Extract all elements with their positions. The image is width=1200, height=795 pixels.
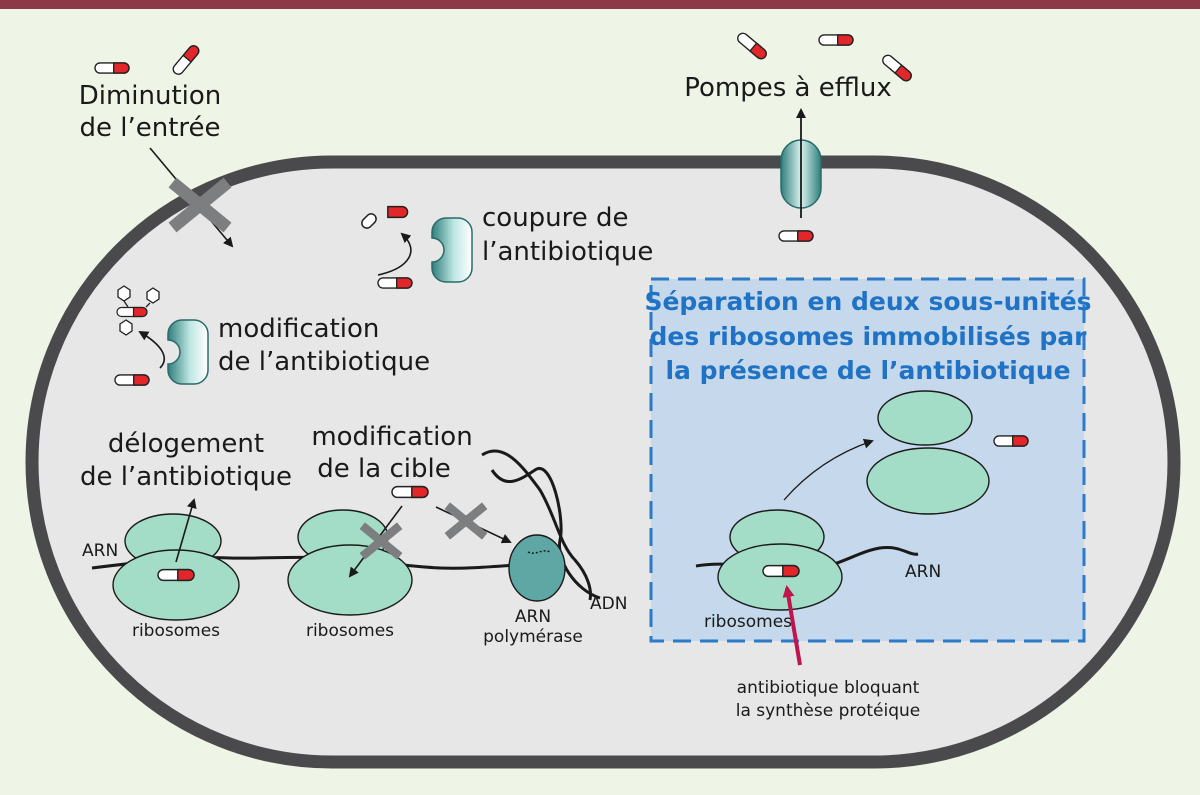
top-border [0, 0, 1200, 9]
pompes-label: Pompes à efflux [684, 73, 892, 103]
diminution-label-2: de l’entrée [79, 113, 220, 143]
modif-cible-label-1: modification [311, 422, 472, 452]
modified-antibiotic-icon [116, 285, 160, 336]
antibiotic-pill-icon [114, 374, 150, 386]
ribosome-icon [287, 544, 413, 616]
antibiotic-pill-icon [993, 435, 1029, 447]
coupure-label-2: l’antibiotique [482, 237, 653, 267]
adn-label: ADN [590, 594, 627, 614]
bloquant-label-1: antibiotique bloquant [737, 678, 920, 698]
antibiotic-pill-icon [818, 34, 854, 46]
ribosomes-label-2: ribosomes [306, 621, 394, 641]
antibiotic-pill-icon [778, 230, 814, 242]
delog-label-2: de l’antibiotique [80, 462, 292, 492]
antibiotic-pill-icon [94, 62, 130, 74]
blocking-arrow [782, 585, 802, 666]
arn-pol-label-1: ARN [515, 607, 551, 627]
ribosome-icon [866, 447, 990, 515]
antibiotic-pill-icon [762, 564, 800, 578]
bloquant-label-2: la synthèse protéique [736, 701, 921, 721]
delog-label-1: délogement [108, 429, 264, 459]
box-title-2: des ribosomes immobilisés par [649, 322, 1087, 351]
coupure-label-1: coupure de [482, 203, 629, 233]
ribosomes-label-3: ribosomes [704, 612, 792, 632]
modif-cible-label-2: de la cible [317, 454, 450, 484]
ribosome-icon [877, 390, 973, 446]
arn-left-label: ARN [82, 541, 118, 561]
dna-helix-icon [490, 466, 601, 600]
modif-ab-label-2: de l’antibiotique [218, 347, 430, 377]
rna-polymerase-icon [508, 534, 566, 602]
antibiotic-pill-icon [377, 277, 413, 289]
antibiotic-fragment-icon [387, 205, 409, 219]
antibiotic-fragment-icon [361, 213, 377, 229]
modify-arrow [138, 330, 165, 369]
arn-right-label: ARN [905, 562, 941, 582]
antibiotic-pill-icon [157, 568, 195, 582]
modif-ab-label-1: modification [218, 314, 379, 344]
arn-pol-label-2: polymérase [483, 627, 583, 647]
diminution-label-1: Diminution [79, 81, 222, 111]
ribosomes-label-1: ribosomes [132, 621, 220, 641]
box-title-3: la présence de l’antibiotique [665, 356, 1070, 385]
ribosome-icon [112, 549, 240, 621]
rna-transcript [527, 550, 551, 554]
box-title-1: Séparation en deux sous-unités [644, 287, 1091, 316]
antibiotic-pill-icon [391, 485, 429, 499]
dna-helix-icon [481, 449, 592, 601]
separation-arrow [783, 438, 874, 501]
cut-arrow [377, 232, 412, 276]
dislodge-arrow [175, 498, 197, 563]
